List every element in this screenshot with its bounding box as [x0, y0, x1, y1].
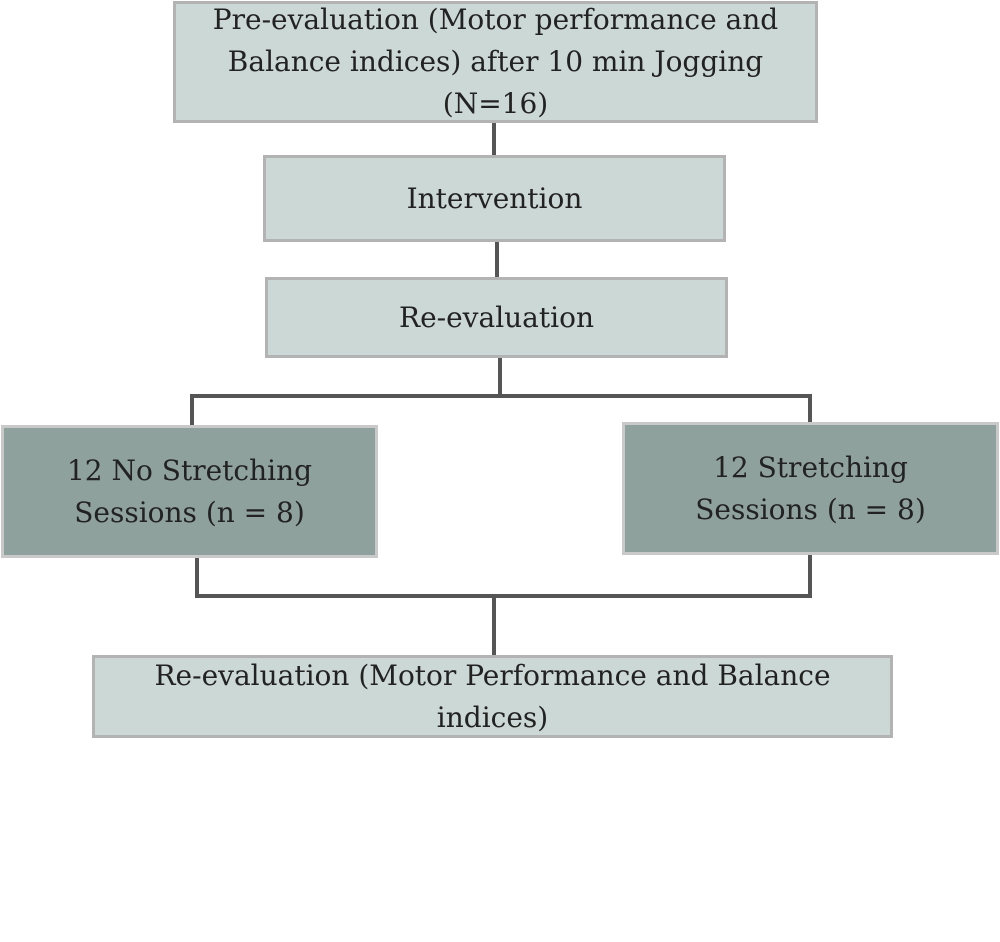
intervention-text: Intervention: [406, 181, 583, 215]
no-stretching-box: 12 No Stretching Sessions (n = 8): [1, 425, 378, 558]
re-evaluation-box: Re-evaluation: [265, 277, 728, 358]
final-evaluation-text: Re-evaluation (Motor Performance and Bal…: [154, 658, 831, 734]
pre-evaluation-box: Pre-evaluation (Motor performance and Ba…: [173, 1, 818, 123]
stretching-text: 12 Stretching Sessions (n = 8): [695, 450, 926, 526]
no-stretching-text: 12 No Stretching Sessions (n = 8): [66, 453, 313, 529]
final-evaluation-box: Re-evaluation (Motor Performance and Bal…: [92, 655, 893, 738]
re-evaluation-text: Re-evaluation: [399, 300, 594, 334]
stretching-box: 12 Stretching Sessions (n = 8): [622, 422, 999, 555]
intervention-box: Intervention: [263, 155, 726, 242]
pre-evaluation-text: Pre-evaluation (Motor performance and Ba…: [212, 3, 779, 120]
